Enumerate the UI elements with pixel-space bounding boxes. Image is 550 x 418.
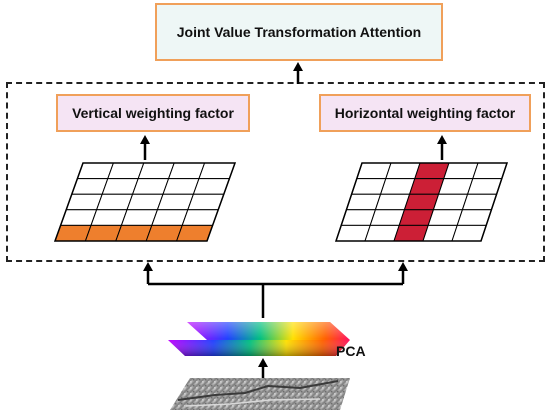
highlighted-grid-cell (398, 209, 435, 226)
grid-cell (385, 162, 421, 180)
vertical-weighting-grid (53, 162, 237, 242)
grid-cell (131, 178, 170, 195)
highlighted-grid-cell (115, 224, 153, 242)
arrow-to-horizontal-factor (437, 135, 447, 160)
branch-connector (143, 262, 408, 318)
grid-cell (95, 193, 134, 211)
highlighted-grid-cell (393, 224, 429, 242)
input-image-plane (170, 378, 350, 410)
vertical-weighting-factor-label: Vertical weighting factor (72, 105, 234, 121)
grid-border (53, 162, 237, 242)
joint-value-transformation-attention-label: Joint Value Transformation Attention (176, 24, 422, 40)
grid-cell (90, 209, 128, 226)
grid-cell (427, 209, 464, 226)
grid-cell (126, 193, 164, 211)
highlighted-grid-cell (84, 224, 123, 242)
grid-cell (364, 224, 400, 242)
grid-cell (443, 162, 479, 180)
attention-module-dashed-frame (6, 82, 545, 262)
highlighted-grid-cell (403, 193, 440, 211)
horizontal-weighting-grid (334, 162, 509, 242)
vertical-weighting-factor-box: Vertical weighting factor (56, 94, 250, 132)
grid-cell (162, 178, 200, 195)
horizontal-weighting-factor-label: Horizontal weighting factor (334, 105, 516, 121)
highlighted-grid-cell (408, 178, 445, 195)
grid-cell (156, 193, 195, 211)
grid-cell (374, 193, 411, 211)
grid-cell (137, 162, 175, 180)
pca-label: PCA (336, 343, 366, 359)
grid-cell (101, 178, 139, 195)
grid-cell (422, 224, 458, 242)
grid-cell (437, 178, 474, 195)
grid-border (334, 162, 509, 242)
grid-cell (120, 209, 159, 226)
grid-cell (151, 209, 189, 226)
grid-cell (369, 209, 406, 226)
highlighted-grid-cell (414, 162, 450, 180)
arrow-to-joint-attention (293, 62, 303, 84)
arrow-image-to-pca (258, 358, 268, 378)
grid-cell (167, 162, 206, 180)
horizontal-weighting-factor-box: Horizontal weighting factor (319, 94, 531, 132)
grid-cell (432, 193, 469, 211)
arrow-to-vertical-factor (140, 135, 150, 160)
highlighted-grid-cell (145, 224, 183, 242)
joint-value-transformation-attention-box: Joint Value Transformation Attention (155, 3, 443, 61)
grid-cell (107, 162, 145, 180)
grid-cell (379, 178, 416, 195)
pca-color-map (168, 322, 350, 356)
